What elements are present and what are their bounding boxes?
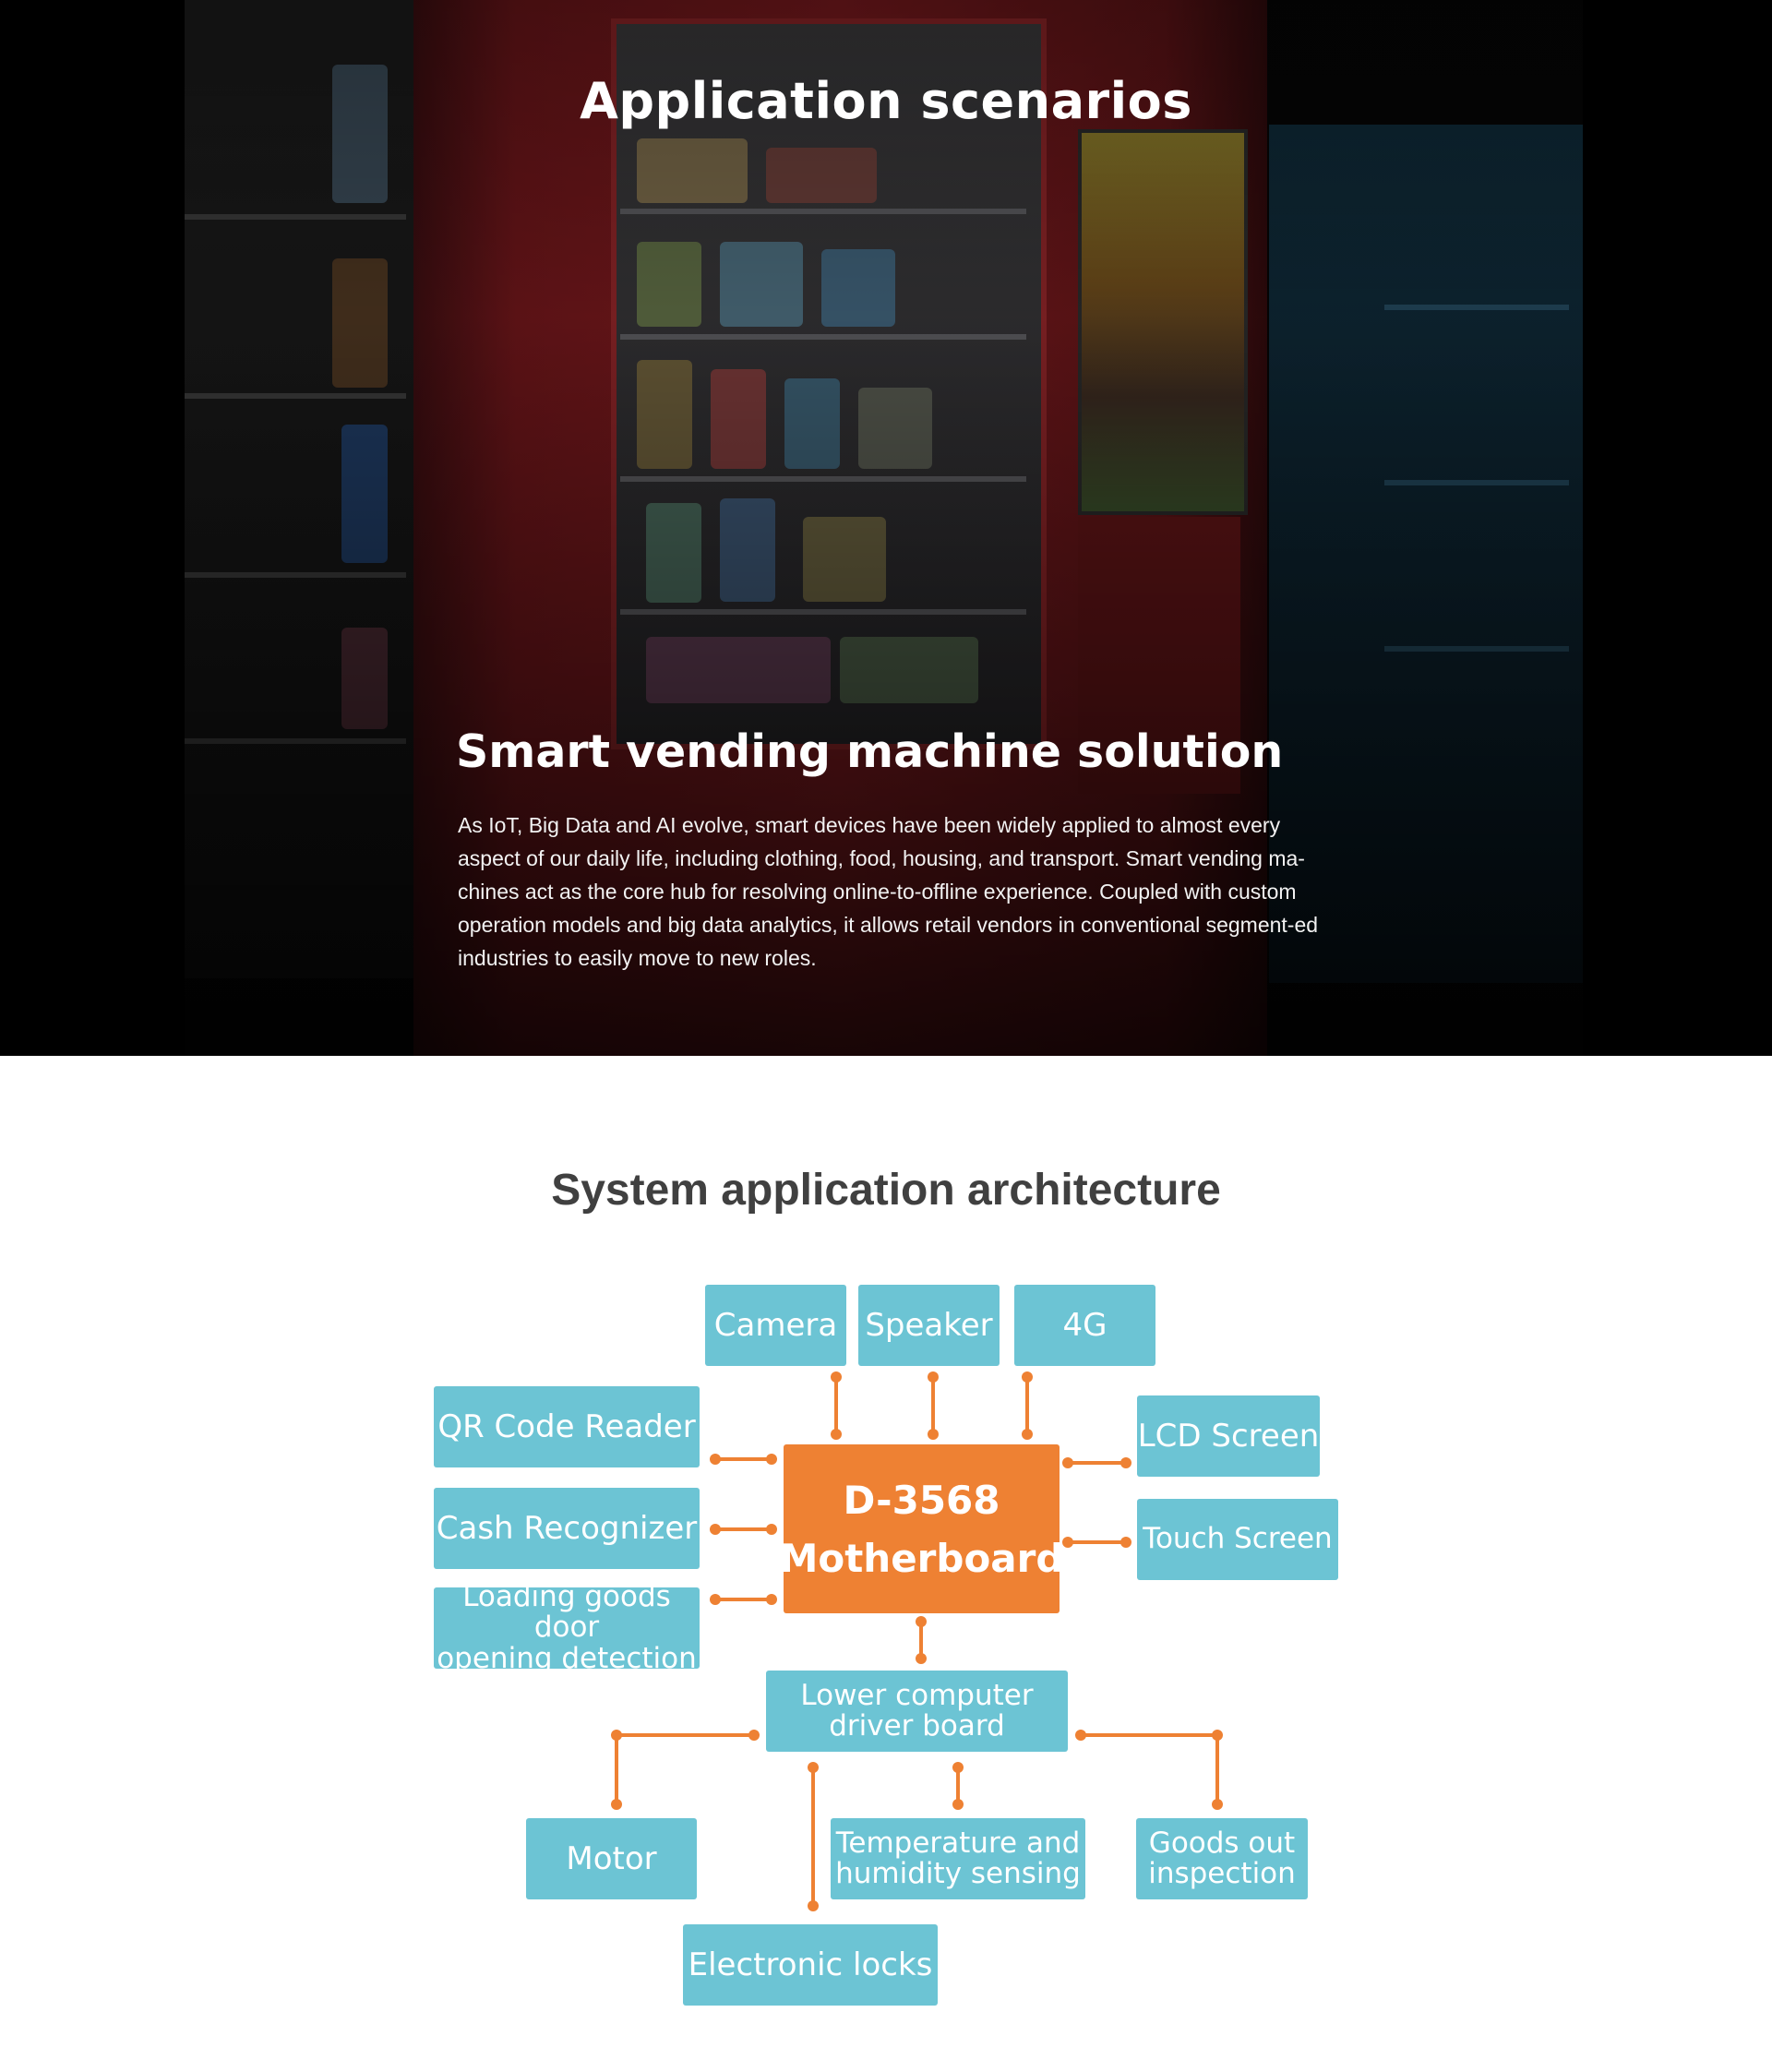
- node-touch-screen-label: Touch Screen: [1143, 1522, 1333, 1556]
- node-camera-label: Camera: [713, 1306, 838, 1344]
- connector-dot: [928, 1371, 939, 1383]
- connector-dot: [1062, 1537, 1073, 1548]
- connector-dot: [748, 1730, 760, 1741]
- node-driver-board-label-line1: Lower computer: [800, 1678, 1034, 1712]
- node-speaker: Speaker: [858, 1285, 1000, 1366]
- connector-dot: [710, 1594, 721, 1605]
- hero-dark-overlay: [0, 0, 1772, 1056]
- connector-dot: [611, 1799, 622, 1810]
- node-electronic-locks-label: Electronic locks: [688, 1946, 933, 1983]
- connector-dot: [1062, 1457, 1073, 1468]
- connector-dot: [1022, 1429, 1033, 1440]
- node-motherboard-label-line1: D-3568: [843, 1477, 1000, 1523]
- node-lcd-screen-label: LCD Screen: [1137, 1417, 1320, 1455]
- connector-dot: [1212, 1730, 1223, 1741]
- hero-side-shade-left: [0, 0, 185, 1056]
- connector-dot: [710, 1524, 721, 1535]
- connector-dot: [916, 1653, 927, 1664]
- node-driver-board-label-line2: driver board: [829, 1709, 1005, 1743]
- connector-dot: [1120, 1457, 1131, 1468]
- node-electronic-locks: Electronic locks: [683, 1924, 938, 2006]
- hero-side-shade-right: [1583, 0, 1772, 1056]
- node-loading-door-detection: Loading goods door opening detection: [434, 1581, 700, 1674]
- node-4g: 4G: [1014, 1285, 1155, 1366]
- node-motor: Motor: [526, 1818, 697, 1899]
- connector-dot: [1075, 1730, 1086, 1741]
- hero-photo: [0, 0, 1772, 1056]
- node-speaker-label: Speaker: [865, 1306, 993, 1344]
- node-touch-screen: Touch Screen: [1137, 1499, 1338, 1580]
- node-goods-out-label-line1: Goods out: [1148, 1826, 1296, 1860]
- node-goods-out-inspection: Goods out inspection: [1136, 1818, 1308, 1899]
- node-driver-board: Lower computer driver board: [766, 1671, 1068, 1752]
- solution-heading: Smart vending machine solution: [456, 725, 1284, 778]
- connector-dot: [766, 1594, 777, 1605]
- connector-dot: [831, 1429, 842, 1440]
- connector-dot: [916, 1616, 927, 1627]
- node-loading-door-label-line1: Loading goods door: [462, 1579, 671, 1645]
- connector-dot: [710, 1454, 721, 1465]
- node-motherboard-label-line2: Motherboard: [779, 1535, 1064, 1581]
- connector-motor: [615, 1733, 754, 1804]
- connector-dot: [952, 1762, 964, 1773]
- solution-description: As IoT, Big Data and AI evolve, smart de…: [458, 813, 1319, 970]
- connector-dot: [831, 1371, 842, 1383]
- connector-goods-out: [1081, 1733, 1219, 1804]
- node-cash-recognizer-label: Cash Recognizer: [436, 1509, 698, 1547]
- node-qr-code-reader-label: QR Code Reader: [437, 1407, 696, 1445]
- node-qr-code-reader: QR Code Reader: [434, 1386, 700, 1467]
- node-cash-recognizer: Cash Recognizer: [434, 1488, 700, 1569]
- hero-section: Application scenarios Smart vending mach…: [0, 0, 1772, 1056]
- connector-dot: [808, 1900, 819, 1911]
- connector-dot: [611, 1730, 622, 1741]
- node-lcd-screen: LCD Screen: [1137, 1395, 1320, 1477]
- node-goods-out-label-line2: inspection: [1148, 1857, 1296, 1890]
- node-temperature-label-line1: Temperature and: [835, 1826, 1081, 1860]
- connector-dot: [928, 1429, 939, 1440]
- node-camera: Camera: [705, 1285, 846, 1366]
- node-temperature-humidity: Temperature and humidity sensing: [831, 1818, 1085, 1899]
- connector-dot: [766, 1454, 777, 1465]
- connector-dot: [766, 1524, 777, 1535]
- connector-dot: [952, 1799, 964, 1810]
- connector-dot: [1212, 1799, 1223, 1810]
- page-title: Application scenarios: [580, 72, 1192, 130]
- connector-dot: [1120, 1537, 1131, 1548]
- node-4g-label: 4G: [1062, 1306, 1108, 1344]
- architecture-title: System application architecture: [551, 1166, 1221, 1215]
- connector-dot: [1022, 1371, 1033, 1383]
- node-temperature-label-line2: humidity sensing: [835, 1857, 1081, 1890]
- node-loading-door-label-line2: opening detection: [437, 1641, 697, 1675]
- node-motherboard: D-3568 Motherboard: [780, 1444, 1063, 1613]
- node-motor-label: Motor: [566, 1839, 657, 1877]
- connector-dot: [808, 1762, 819, 1773]
